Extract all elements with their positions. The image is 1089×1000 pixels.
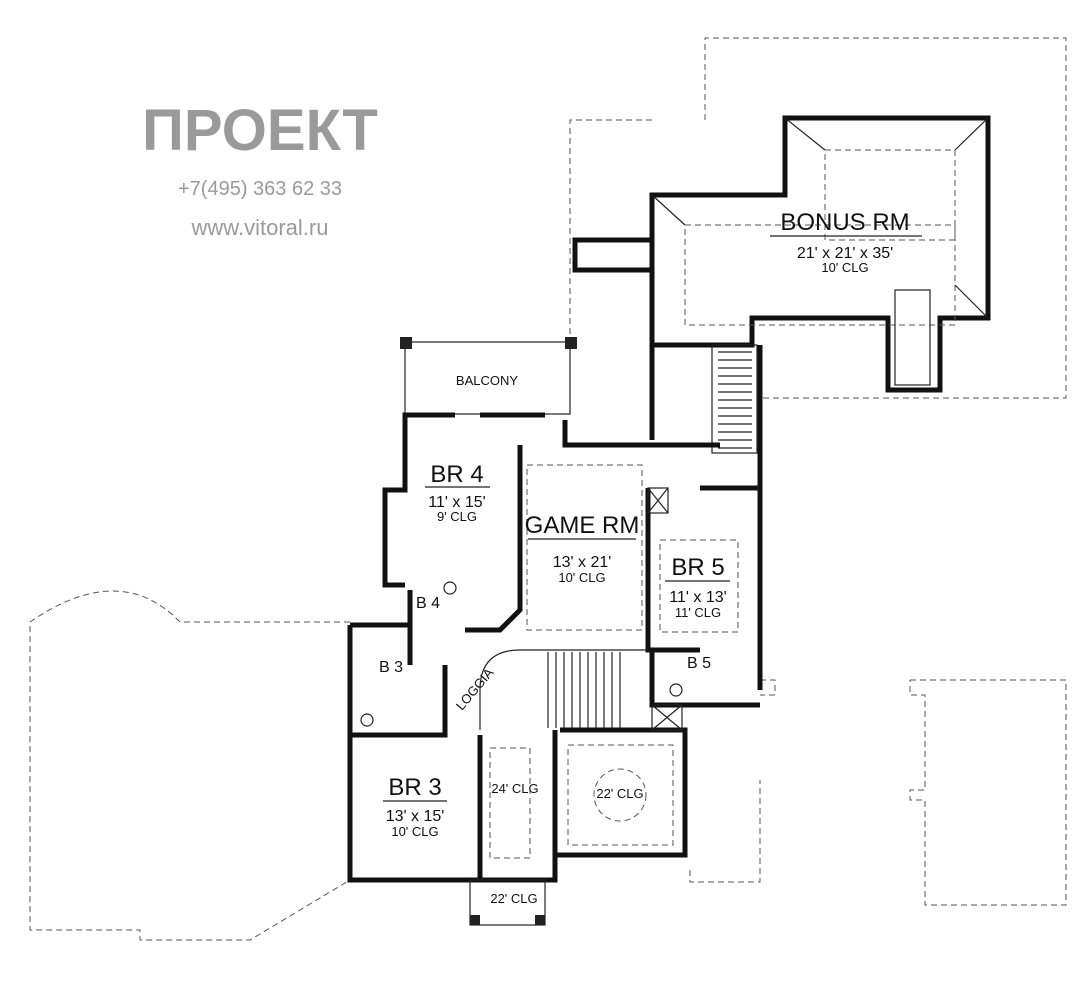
roof-outlines [29,37,1067,941]
main-walls [347,412,760,926]
br3-size: 13' x 15' [386,808,445,825]
br5-size: 11' x 13' [669,589,726,606]
br4-name: BR 4 [430,461,483,488]
b5-label: B 5 [687,655,711,672]
b3-label: B 3 [379,659,403,676]
game-room-name: GAME RM [525,512,640,539]
game-room-size: 13' x 21' [553,554,612,571]
bonus-room-name: BONUS RM [780,209,909,236]
bonus-room [572,115,991,440]
b4-label: B 4 [416,595,440,612]
stairs-main [547,652,621,728]
balcony-label: BALCONY [456,373,518,388]
stairs-upper [711,344,763,690]
br4-ceiling: 9' CLG [437,509,477,524]
bonus-room-size: 21' x 21' x 35' [797,245,893,262]
ceiling-24-label: 24' CLG [491,781,538,796]
watermark: ПРОЕКТ +7(495) 363 62 33 www.vitoral.ru [142,98,378,240]
br3-name: BR 3 [388,774,441,801]
watermark-brand: ПРОЕКТ [142,98,378,163]
game-room-ceiling: 10' CLG [558,570,605,585]
br3-ceiling: 10' CLG [391,824,438,839]
watermark-site: www.vitoral.ru [191,215,329,240]
ceiling-22-round-label: 22' CLG [596,786,643,801]
loggia-label: LOGGIA [453,665,497,713]
watermark-phone: +7(495) 363 62 33 [178,178,342,200]
br5-name: BR 5 [671,554,724,581]
br5-ceiling: 11' CLG [675,605,721,620]
br4-size: 11' x 15' [428,494,485,511]
ceiling-22-porch-label: 22' CLG [490,891,537,906]
bonus-room-ceiling: 10' CLG [821,260,868,275]
